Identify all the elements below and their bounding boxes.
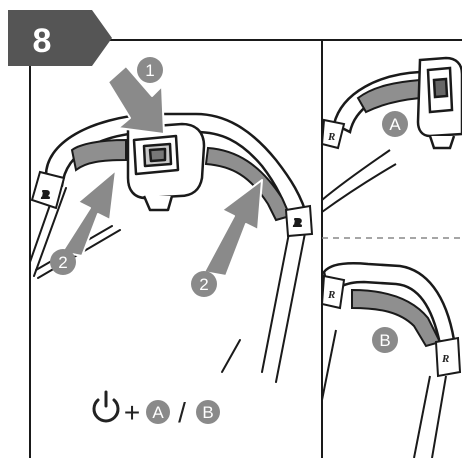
brand-mark-left: R — [41, 189, 49, 201]
callout-a: A — [389, 115, 401, 134]
formula-plus: + — [124, 397, 140, 428]
formula-slash: / — [178, 397, 186, 428]
svg-text:2: 2 — [199, 275, 208, 294]
brand-mark-right: R — [293, 217, 301, 229]
brand-mark-b1: R — [327, 289, 335, 301]
callout-squeeze-right: 2 — [191, 271, 217, 297]
panel-frame — [29, 39, 462, 458]
panel-option-a: R A — [320, 56, 462, 213]
grip-b — [351, 288, 442, 348]
squeeze-arrow-left — [61, 169, 117, 257]
brand-mark-a: R — [327, 131, 335, 143]
formula-a: A — [152, 403, 164, 422]
left-grip — [70, 138, 127, 172]
control-box — [126, 122, 206, 212]
formula-b-badge — [196, 400, 220, 424]
main-panel: R R 1 2 — [29, 57, 314, 428]
brand-mark-b2: R — [441, 353, 449, 365]
formula: + A / B — [92, 390, 220, 428]
svg-text:2: 2 — [58, 253, 67, 272]
svg-text:1: 1 — [145, 61, 154, 80]
right-grip — [204, 146, 292, 222]
callout-press: 1 — [137, 57, 163, 83]
press-arrow — [107, 65, 165, 135]
step-badge: 8 — [8, 10, 112, 66]
right-end-cap: R — [284, 204, 314, 238]
power-icon — [92, 390, 120, 423]
panel-option-b: R R B — [320, 262, 462, 458]
left-end-cap: R — [30, 170, 66, 210]
step-number: 8 — [33, 22, 52, 60]
formula-a-badge — [146, 400, 170, 424]
callout-squeeze-left: 2 — [50, 249, 76, 275]
formula-b: B — [202, 403, 213, 422]
squeeze-arrow-right — [203, 179, 263, 277]
handle-tubes — [29, 181, 307, 383]
callout-b: B — [379, 331, 390, 350]
